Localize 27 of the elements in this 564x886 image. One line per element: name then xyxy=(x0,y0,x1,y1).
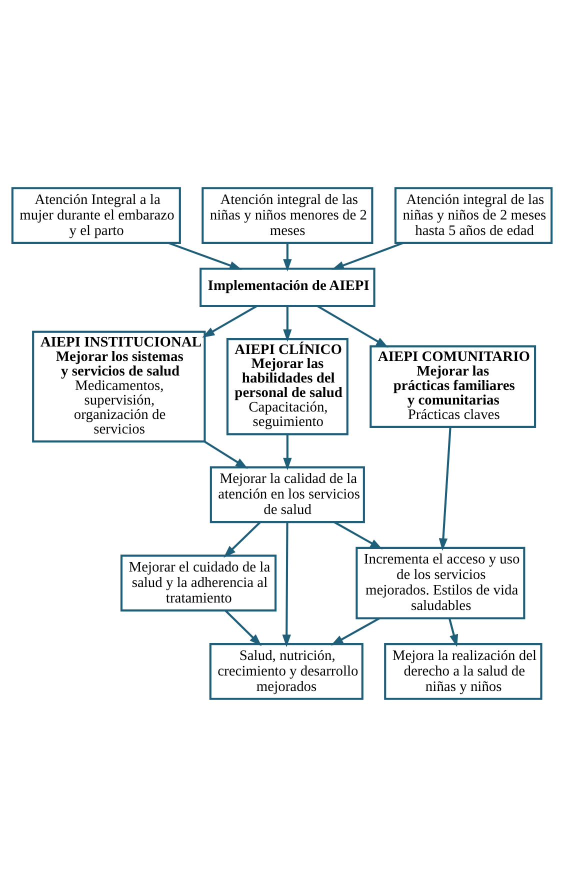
arrow xyxy=(282,522,291,647)
arrow xyxy=(283,306,292,342)
arrow xyxy=(168,241,242,270)
arrow xyxy=(330,616,380,646)
node-box: Atención integral de las niñas y niños de 2 meses hasta 5 años de edad xyxy=(394,186,553,244)
arrow xyxy=(334,520,383,549)
arrow xyxy=(316,304,388,348)
arrow xyxy=(448,617,458,647)
arrow xyxy=(283,242,292,272)
node-box: Atención Integral a la mujer durante el embarazo y el parto xyxy=(11,186,181,244)
node-box: Mejorar el cuidado de la salud y la adherencia al tratamiento xyxy=(120,554,277,611)
node-box: Salud, nutrición, crecimiento y desarrollo mejorados xyxy=(209,642,364,700)
arrow xyxy=(438,426,452,550)
node-box: AIEPI COMUNITARIO Mejorar las prácticas familiares y comunitarias Prácticas claves xyxy=(370,344,536,428)
arrow xyxy=(202,304,258,338)
node-box: AIEPI INSTITUCIONAL Mejorar los sistemas y servicios de salud Medicamentos, supervisión, organización de servicios xyxy=(32,330,206,442)
arrow xyxy=(283,434,292,470)
node-box: Mejora la realización del derecho a la salud de niñas y niños xyxy=(384,642,542,700)
node-box: Implementación de AIEPI xyxy=(200,267,376,307)
node-box: Atención integral de las niñas y niños menores de 2 meses xyxy=(202,186,374,244)
arrow xyxy=(224,609,262,646)
arrow xyxy=(332,241,404,270)
node-box: Incrementa el acceso y uso de los servicios mejorados. Estilos de vida saludables xyxy=(356,546,526,619)
arrow xyxy=(204,440,248,468)
node-box: AIEPI CLÍNICO Mejorar las habilidades del personal de salud Capacitación, seguimiento xyxy=(226,338,348,435)
arrow xyxy=(224,520,261,558)
node-box: Mejorar la calidad de la atención en los servicios de salud xyxy=(210,466,365,523)
